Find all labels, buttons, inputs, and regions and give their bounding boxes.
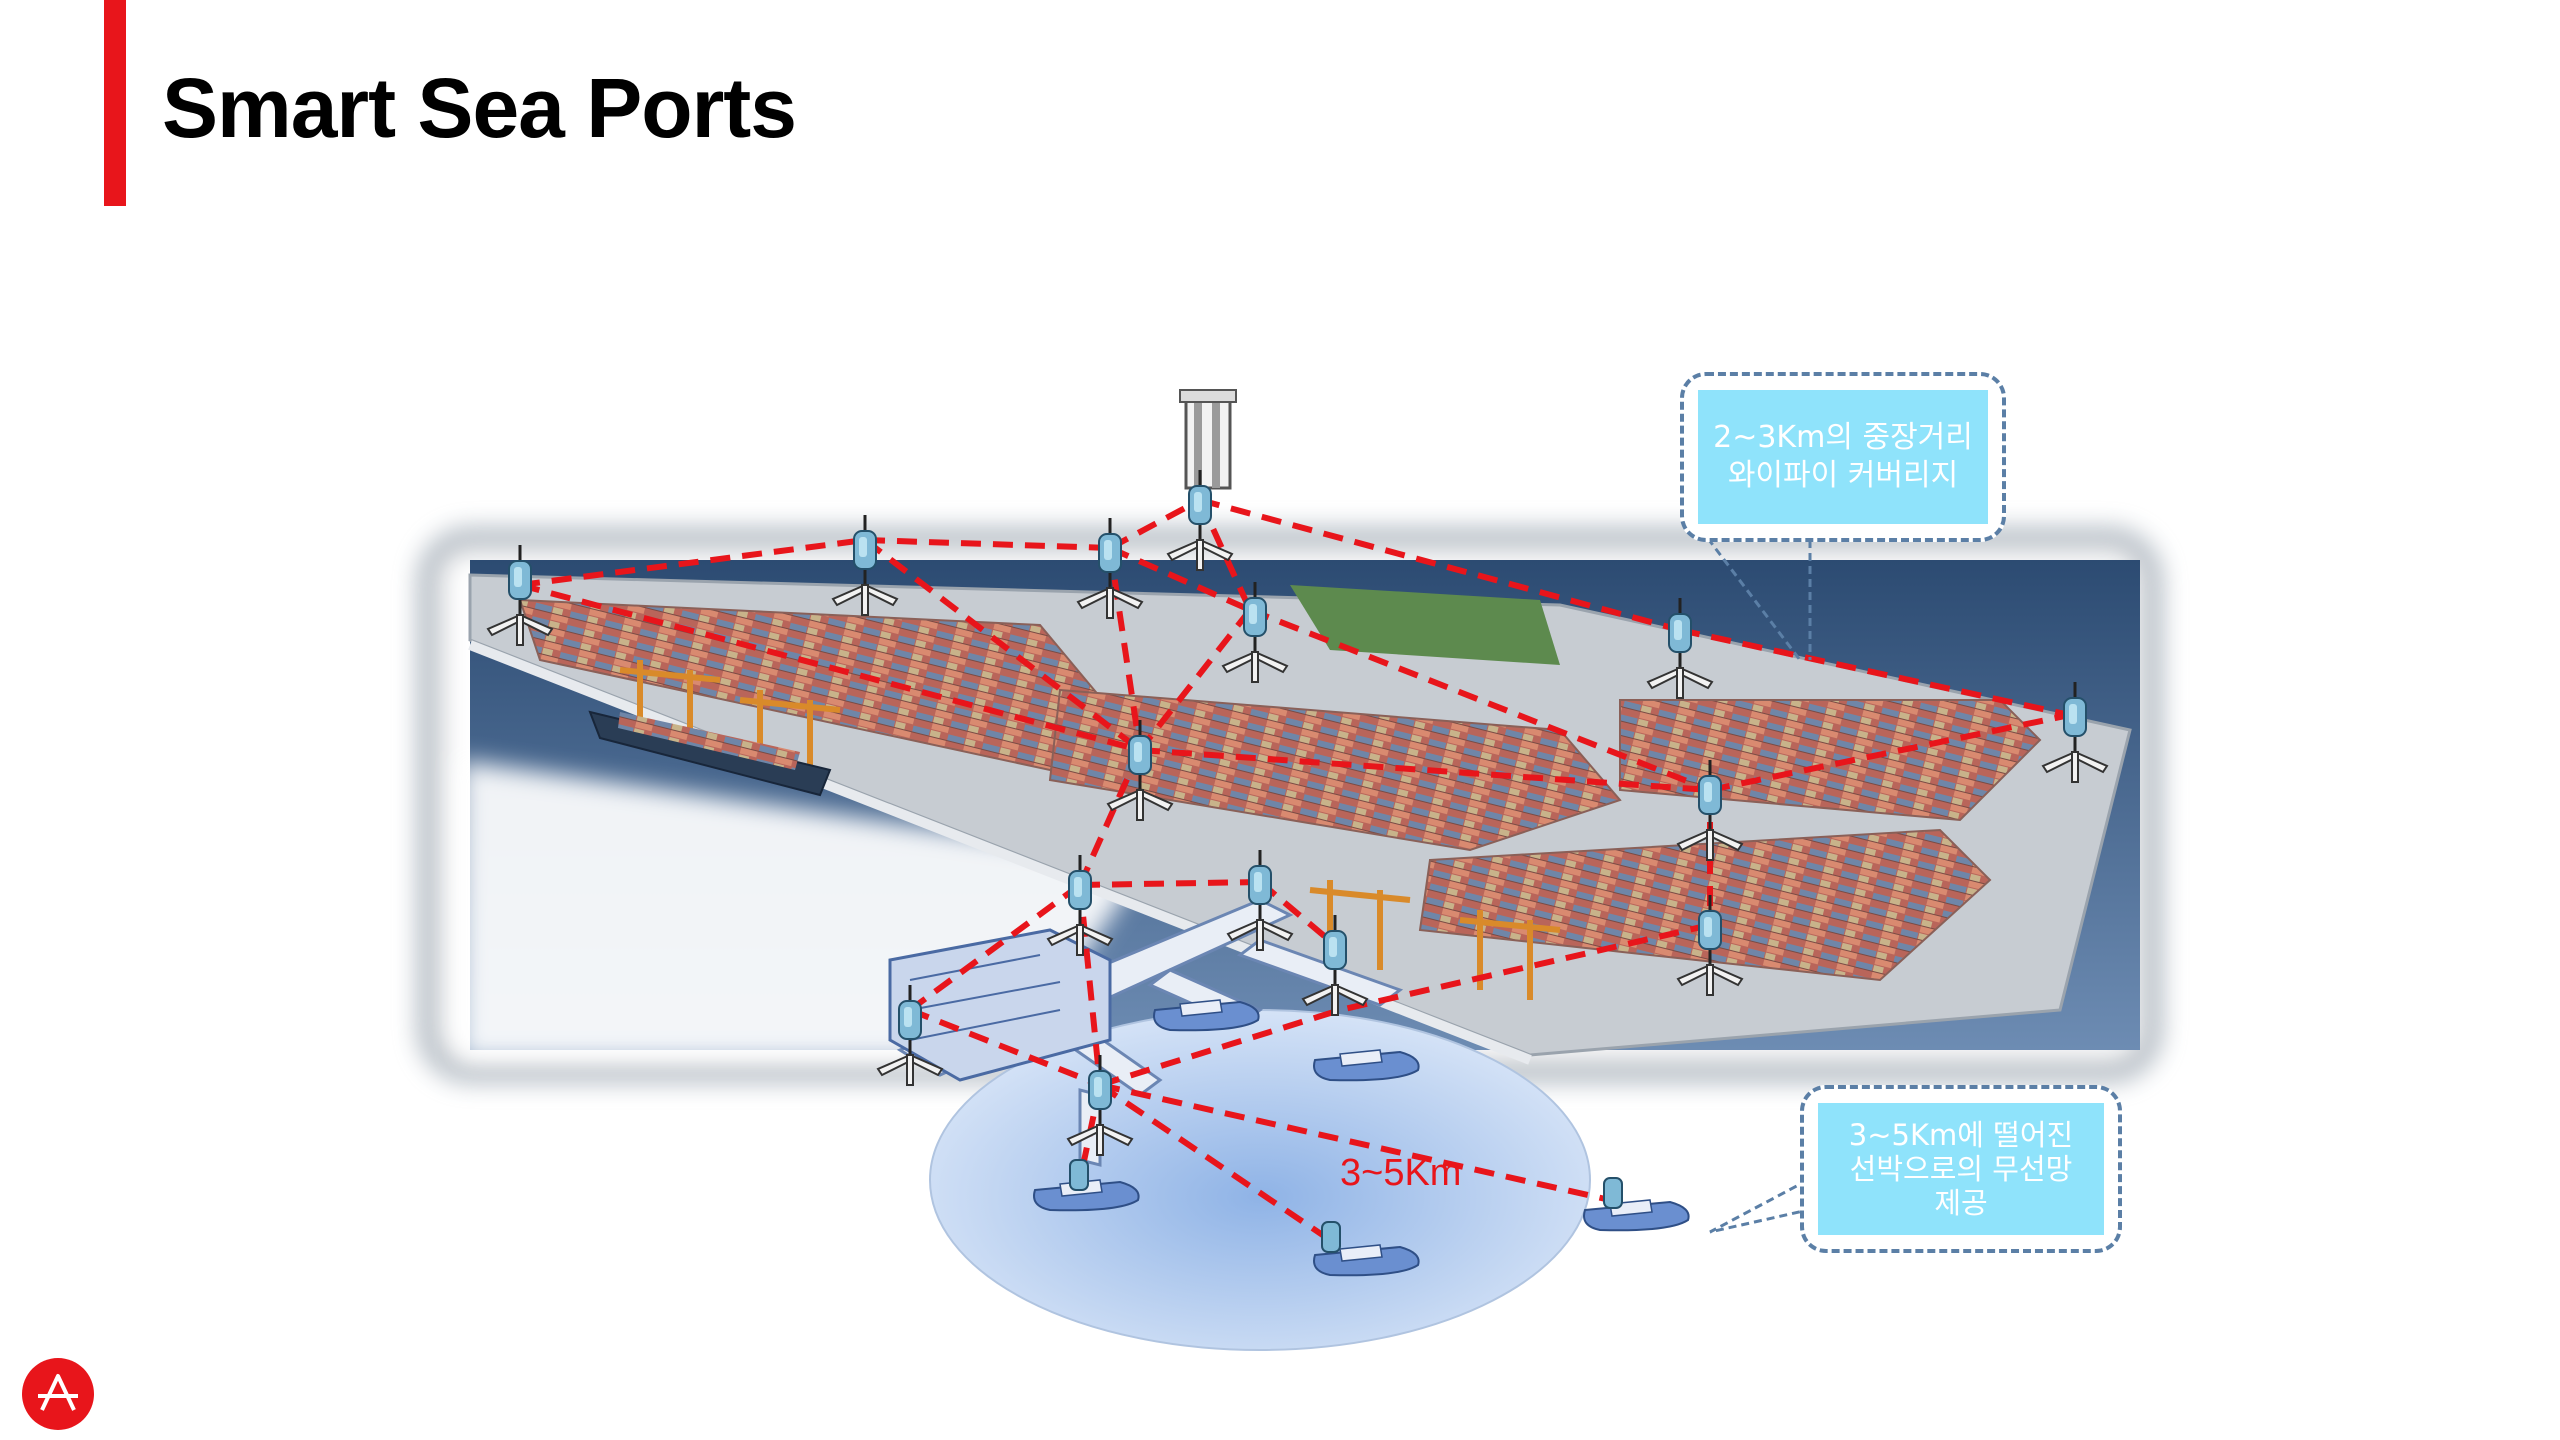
wifi-coverage-callout-box: 2~3Km의 중장거리 와이파이 커버리지 xyxy=(1698,390,1988,524)
ship-node-icon xyxy=(1321,1221,1341,1253)
container-yard xyxy=(1619,699,2042,822)
ship-icon xyxy=(1583,1199,1690,1232)
range-label: 3~5Km xyxy=(1340,1152,1462,1194)
ship-network-callout-line2: 선박으로의 무선망 xyxy=(1849,1152,2073,1186)
ship-network-callout-line1: 3~5Km에 떨어진 xyxy=(1848,1118,2074,1152)
wifi-coverage-callout: 2~3Km의 중장거리 와이파이 커버리지 xyxy=(1680,372,2006,542)
ship-network-callout: 3~5Km에 떨어진 선박으로의 무선망 제공 xyxy=(1800,1085,2122,1253)
ship-network-callout-box: 3~5Km에 떨어진 선박으로의 무선망 제공 xyxy=(1818,1103,2104,1235)
callout-pointer xyxy=(1698,527,1802,661)
container-yard xyxy=(1418,828,1992,982)
title-accent-bar xyxy=(104,0,126,206)
ship-network-callout-line3: 제공 xyxy=(1934,1186,1988,1220)
port-building xyxy=(888,928,1112,1082)
wifi-coverage-callout-line2: 와이파이 커버리지 xyxy=(1727,458,1959,493)
page-title: Smart Sea Ports xyxy=(162,61,797,155)
wifi-coverage-callout-line1: 2~3Km의 중장거리 xyxy=(1713,420,1973,455)
green-area xyxy=(1290,585,1560,665)
cell-tower-icon xyxy=(1179,389,1237,490)
container-yard xyxy=(1048,688,1622,852)
circle-a-logo-icon xyxy=(22,1358,94,1430)
callout-pointer xyxy=(1709,1178,1809,1234)
ship-node-icon xyxy=(1069,1159,1089,1191)
ship-node-icon xyxy=(1603,1177,1623,1209)
